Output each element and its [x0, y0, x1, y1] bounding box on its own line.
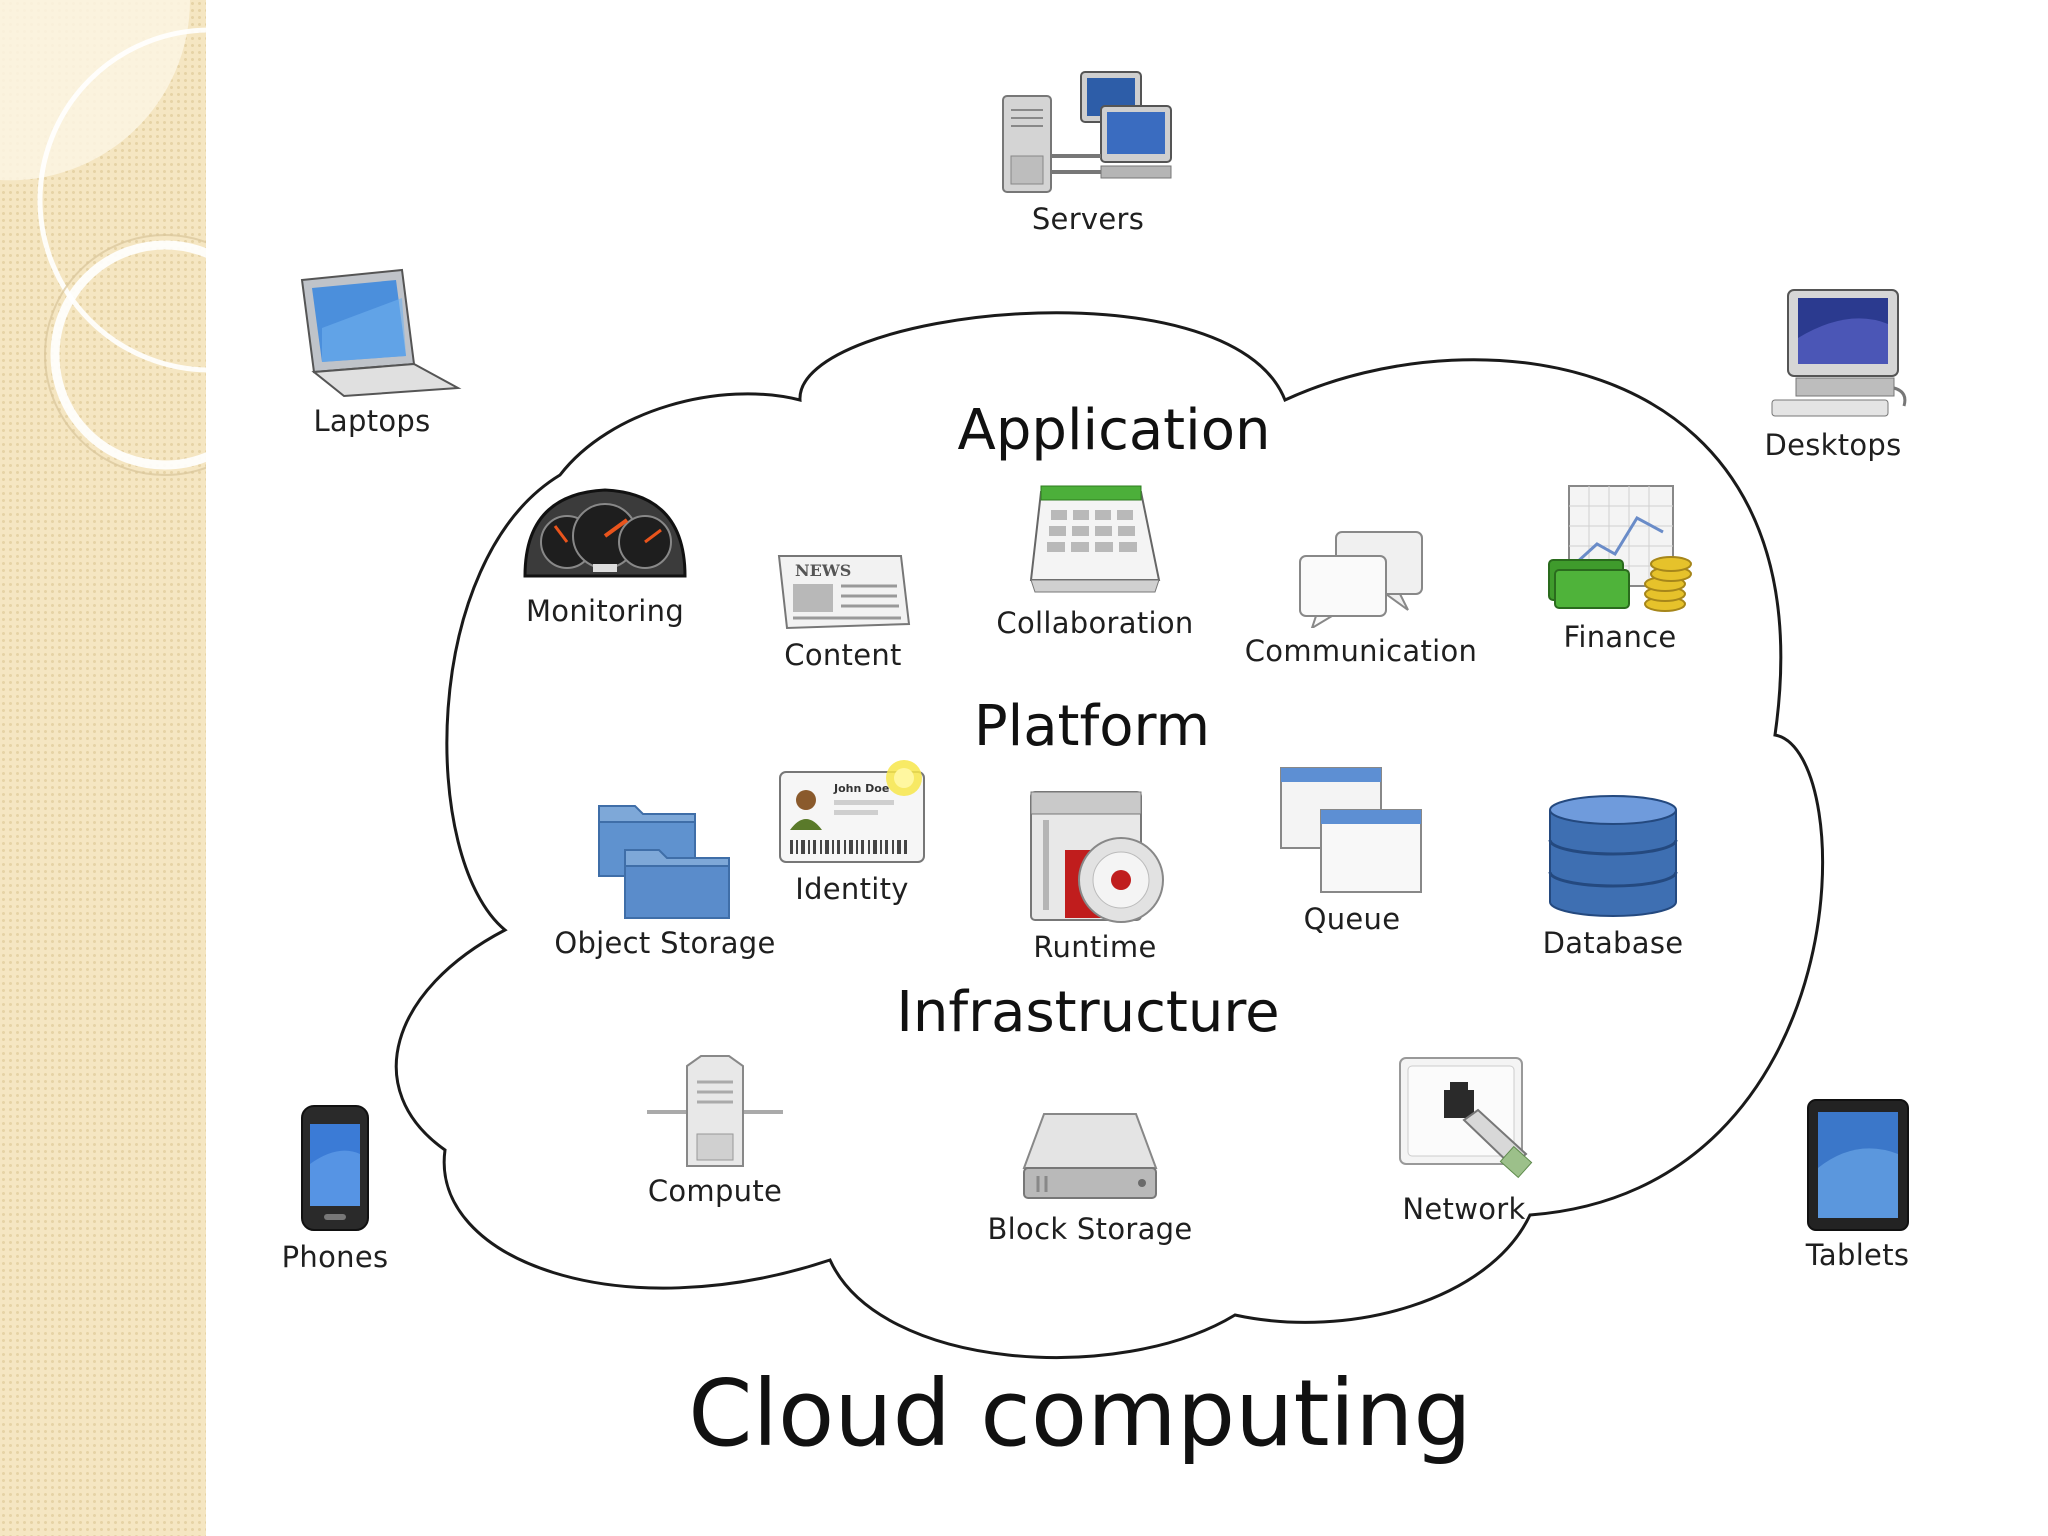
compute-label: Compute [647, 1174, 783, 1208]
block-storage-node: Block Storage [980, 1110, 1200, 1246]
platform-layer-title: Platform [973, 694, 1211, 759]
laptops-node: Laptops [282, 268, 462, 438]
network-node: Network [1394, 1054, 1534, 1226]
communication-label: Communication [1244, 634, 1478, 668]
dashboard-gauge-icon [523, 488, 687, 578]
servers-icon [1002, 71, 1172, 193]
object-storage-node: Object Storage [550, 794, 780, 960]
monitoring-node: Monitoring [510, 480, 700, 628]
phones-node: Phones [270, 1104, 400, 1274]
collaboration-label: Collaboration [996, 606, 1194, 640]
desktops-node: Desktops [1738, 288, 1928, 462]
queue-node: Queue [1262, 764, 1442, 936]
network-socket-icon [1399, 1057, 1533, 1179]
runtime-label: Runtime [1033, 930, 1157, 964]
finance-chart-icon [1548, 485, 1692, 612]
tablets-label: Tablets [1805, 1238, 1910, 1272]
runtime-disc-icon [1030, 791, 1164, 923]
decorative-sidebar [0, 0, 206, 1536]
content-label: Content [784, 638, 902, 672]
laptops-label: Laptops [313, 404, 431, 438]
id-card-name: John Doe [833, 782, 889, 795]
finance-node: Finance [1530, 484, 1710, 654]
monitoring-label: Monitoring [525, 594, 685, 628]
network-label: Network [1402, 1192, 1526, 1226]
chat-bubbles-icon [1299, 531, 1423, 628]
desktops-label: Desktops [1764, 428, 1902, 462]
desktop-icon [1771, 289, 1907, 417]
servers-node: Servers [988, 66, 1188, 236]
stacked-windows-icon [1280, 767, 1422, 893]
database-label: Database [1542, 926, 1684, 960]
runtime-node: Runtime [1010, 790, 1180, 964]
laptop-icon [300, 268, 462, 398]
hard-drive-icon [1022, 1113, 1158, 1199]
application-layer-title: Application [957, 398, 1271, 463]
communication-node: Communication [1236, 528, 1486, 668]
phone-icon [301, 1105, 369, 1231]
servers-label: Servers [1031, 202, 1145, 236]
collaboration-node: Collaboration [980, 484, 1210, 640]
database-node: Database [1528, 794, 1698, 960]
calendar-icon [1029, 485, 1161, 593]
content-node: NEWS Content [768, 550, 918, 672]
queue-label: Queue [1303, 902, 1401, 936]
diagram-title: Cloud computing [688, 1360, 1472, 1467]
tablets-node: Tablets [1800, 1098, 1915, 1272]
identity-node: John Doe Identity [776, 756, 928, 906]
newspaper-masthead: NEWS [795, 561, 851, 580]
folders-icon [598, 805, 730, 919]
phones-label: Phones [281, 1240, 389, 1274]
compute-node: Compute [640, 1052, 790, 1208]
database-icon [1548, 795, 1678, 917]
infrastructure-layer-title: Infrastructure [896, 980, 1280, 1045]
object-storage-label: Object Storage [554, 926, 776, 960]
newspaper-icon: NEWS [777, 555, 911, 630]
identity-label: Identity [795, 872, 909, 906]
block-storage-label: Block Storage [987, 1212, 1193, 1246]
finance-label: Finance [1563, 620, 1677, 654]
id-card-icon: John Doe [779, 760, 925, 863]
server-tower-icon [647, 1055, 783, 1167]
tablet-icon [1806, 1099, 1909, 1231]
